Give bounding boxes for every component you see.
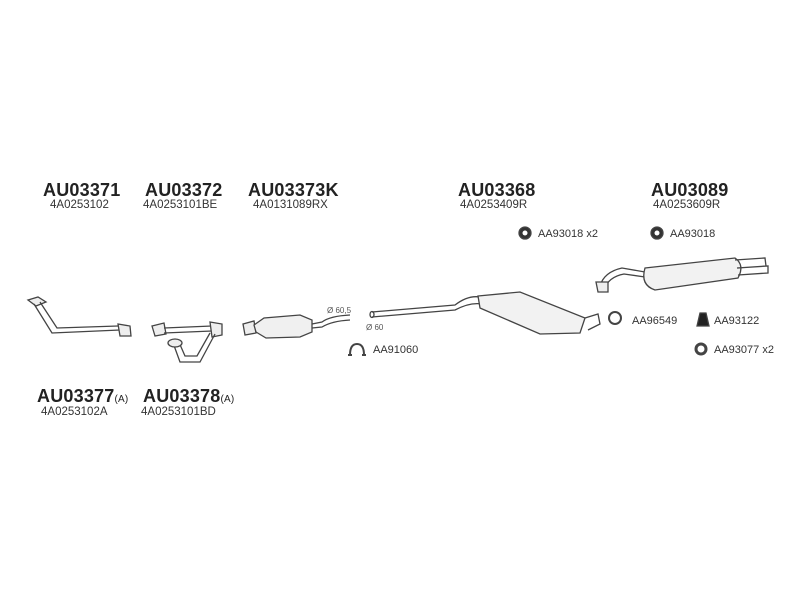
clamp-icon xyxy=(348,342,366,356)
diameter-label: Ø 60 xyxy=(366,323,384,332)
part-reference: 4A0253409R xyxy=(460,199,528,211)
part-reference: 4A0253102 xyxy=(50,199,109,211)
part-code: AU03372 xyxy=(145,180,223,200)
part-reference: 4A0253101BE xyxy=(143,199,218,211)
accessory-label: AA91060 xyxy=(373,344,419,356)
part-code: AU03089 xyxy=(651,180,729,200)
accessory-label: AA93122 xyxy=(714,315,760,327)
gasket-icon xyxy=(694,342,708,356)
part-reference: 4A0253609R xyxy=(653,199,721,211)
accessory-label: AA93018 xyxy=(670,228,716,240)
y-pipe-drawing xyxy=(151,321,223,363)
part-code-text: AU03378 xyxy=(143,386,221,406)
rubber-mount-icon xyxy=(650,226,664,240)
part-reference: 4A0253101BD xyxy=(141,406,216,418)
middle-silencer-drawing xyxy=(369,291,601,335)
part-reference: 4A0253102A xyxy=(41,406,108,418)
accessory-label: AA93077 x2 xyxy=(714,344,774,356)
rubber-mount-icon xyxy=(518,226,532,240)
diameter-label: Ø 60,5 xyxy=(327,306,352,315)
part-code: AU03368 xyxy=(458,180,536,200)
rubber-buffer-icon xyxy=(696,312,710,327)
part-code: AU03371 xyxy=(43,180,121,200)
part-code: AU03378(A) xyxy=(143,387,234,405)
rear-silencer-drawing xyxy=(595,257,769,293)
part-code-text: AU03377 xyxy=(37,386,115,406)
part-reference: 4A0131089RX xyxy=(253,199,328,211)
part-suffix: (A) xyxy=(114,394,129,405)
part-suffix: (A) xyxy=(220,394,235,405)
catalytic-converter-drawing xyxy=(242,314,351,339)
part-code: AU03373K xyxy=(248,180,339,200)
accessory-label: AA93018 x2 xyxy=(538,228,598,240)
accessory-label: AA96549 xyxy=(632,315,678,327)
part-code: AU03377(A) xyxy=(37,387,128,405)
ring-icon xyxy=(608,311,622,325)
front-pipe-drawing xyxy=(26,296,132,337)
